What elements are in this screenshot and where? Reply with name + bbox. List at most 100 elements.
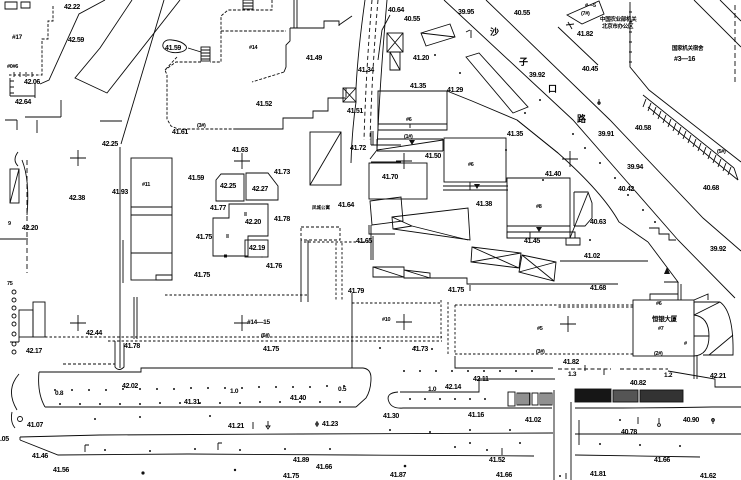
svg-text:42.25: 42.25 bbox=[102, 141, 118, 148]
svg-text:40.42: 40.42 bbox=[618, 186, 634, 193]
svg-text:41.75: 41.75 bbox=[194, 272, 210, 279]
svg-text:0.8: 0.8 bbox=[55, 390, 64, 397]
svg-text:41.50: 41.50 bbox=[425, 153, 441, 160]
svg-text:(7#): (7#) bbox=[581, 11, 590, 17]
svg-text:41.02: 41.02 bbox=[525, 417, 541, 424]
svg-text:41.81: 41.81 bbox=[590, 471, 606, 478]
svg-text:41.40: 41.40 bbox=[290, 395, 306, 402]
svg-text:凤城公寓: 凤城公寓 bbox=[312, 204, 330, 211]
svg-text:(1#): (1#) bbox=[404, 134, 413, 140]
svg-text:41.02: 41.02 bbox=[584, 253, 600, 260]
svg-text:#10: #10 bbox=[382, 317, 391, 323]
svg-text:41.78: 41.78 bbox=[124, 343, 140, 350]
svg-text:40.63: 40.63 bbox=[590, 219, 606, 226]
svg-text:41.46: 41.46 bbox=[32, 453, 48, 460]
svg-text:41.45: 41.45 bbox=[524, 238, 540, 245]
svg-text:41.52: 41.52 bbox=[489, 457, 505, 464]
svg-text:41.07: 41.07 bbox=[27, 422, 43, 429]
svg-text:恒银大厦: 恒银大厦 bbox=[652, 314, 678, 323]
svg-text:41.59: 41.59 bbox=[188, 175, 204, 182]
svg-text:39.94: 39.94 bbox=[627, 164, 643, 171]
svg-text:42.14: 42.14 bbox=[445, 384, 461, 391]
svg-text:北京市办公区: 北京市办公区 bbox=[602, 22, 634, 30]
svg-text:41.51: 41.51 bbox=[347, 108, 363, 115]
svg-text:(3#): (3#) bbox=[536, 349, 545, 355]
svg-text:41.78: 41.78 bbox=[274, 216, 290, 223]
svg-text:#3—16: #3—16 bbox=[674, 56, 695, 63]
svg-text:42.20: 42.20 bbox=[245, 219, 261, 226]
svg-text:口: 口 bbox=[548, 84, 557, 94]
svg-text:.05: .05 bbox=[0, 436, 9, 443]
svg-text:42.64: 42.64 bbox=[15, 99, 31, 106]
svg-text:41.52: 41.52 bbox=[256, 101, 272, 108]
svg-text:41.29: 41.29 bbox=[447, 87, 463, 94]
svg-text:42.22: 42.22 bbox=[64, 4, 80, 11]
svg-text:41.66: 41.66 bbox=[496, 472, 512, 479]
svg-text:41.30: 41.30 bbox=[383, 413, 399, 420]
svg-text:75: 75 bbox=[7, 281, 13, 287]
svg-text:(3#): (3#) bbox=[197, 123, 206, 129]
svg-text:41.73: 41.73 bbox=[412, 346, 428, 353]
svg-text:#5: #5 bbox=[537, 326, 543, 332]
svg-text:41.76: 41.76 bbox=[266, 263, 282, 270]
svg-text:41.61: 41.61 bbox=[172, 129, 188, 136]
svg-text:#6: #6 bbox=[468, 162, 474, 168]
svg-text:41.82: 41.82 bbox=[563, 359, 579, 366]
svg-text:41.87: 41.87 bbox=[390, 472, 406, 479]
svg-text:#0#6: #0#6 bbox=[7, 64, 18, 70]
svg-text:41.23: 41.23 bbox=[322, 421, 338, 428]
svg-text:(2#): (2#) bbox=[654, 351, 663, 357]
svg-text:42.02: 42.02 bbox=[122, 383, 138, 390]
svg-text:#14—15: #14—15 bbox=[247, 319, 270, 326]
svg-text:40.64: 40.64 bbox=[388, 7, 404, 14]
svg-text:41.68: 41.68 bbox=[590, 285, 606, 292]
svg-text:42.25: 42.25 bbox=[220, 183, 236, 190]
svg-text:42.20: 42.20 bbox=[22, 225, 38, 232]
svg-text:国家机关宿舍: 国家机关宿舍 bbox=[672, 44, 704, 52]
svg-text:41.70: 41.70 bbox=[382, 174, 398, 181]
svg-text:41.56: 41.56 bbox=[53, 467, 69, 474]
svg-text:42.17: 42.17 bbox=[26, 348, 42, 355]
svg-text:41.77: 41.77 bbox=[210, 205, 226, 212]
svg-text:39.95: 39.95 bbox=[458, 9, 474, 16]
svg-text:42.06: 42.06 bbox=[24, 79, 40, 86]
svg-text:41.79: 41.79 bbox=[348, 288, 364, 295]
svg-text:42.21: 42.21 bbox=[710, 373, 726, 380]
svg-text:0.5: 0.5 bbox=[338, 386, 347, 393]
svg-text:41.75: 41.75 bbox=[448, 287, 464, 294]
svg-text:#: # bbox=[684, 341, 687, 347]
svg-text:#11: #11 bbox=[142, 182, 150, 188]
svg-text:41.75: 41.75 bbox=[283, 473, 299, 480]
svg-text:40.78: 40.78 bbox=[621, 429, 637, 436]
svg-text:42.11: 42.11 bbox=[473, 376, 489, 383]
svg-text:42.19: 42.19 bbox=[249, 245, 265, 252]
svg-text:41.72: 41.72 bbox=[350, 145, 366, 152]
svg-text:#14: #14 bbox=[249, 45, 259, 51]
svg-text:42.27: 42.27 bbox=[252, 186, 268, 193]
svg-text:41.35: 41.35 bbox=[410, 83, 426, 90]
svg-text:#6: #6 bbox=[656, 301, 662, 307]
svg-text:41.38: 41.38 bbox=[476, 201, 492, 208]
svg-text:(5#): (5#) bbox=[717, 149, 726, 155]
svg-text:41.66: 41.66 bbox=[316, 464, 332, 471]
svg-text:40.58: 40.58 bbox=[635, 125, 651, 132]
svg-text:41.34: 41.34 bbox=[358, 67, 374, 74]
svg-text:9: 9 bbox=[8, 221, 11, 227]
svg-text:41.75: 41.75 bbox=[263, 346, 279, 353]
svg-text:41.21: 41.21 bbox=[228, 423, 244, 430]
svg-text:40.55: 40.55 bbox=[404, 16, 420, 23]
svg-text:#—5: #—5 bbox=[585, 3, 596, 9]
svg-text:1.2: 1.2 bbox=[664, 372, 673, 379]
svg-text:39.92: 39.92 bbox=[710, 246, 726, 253]
svg-text:41.93: 41.93 bbox=[112, 189, 128, 196]
svg-text:1.3: 1.3 bbox=[568, 371, 577, 378]
svg-text:#17: #17 bbox=[12, 34, 23, 41]
svg-text:40.90: 40.90 bbox=[683, 417, 699, 424]
svg-text:41.59: 41.59 bbox=[165, 45, 181, 52]
svg-text:39.92: 39.92 bbox=[529, 72, 545, 79]
svg-text:#6: #6 bbox=[406, 117, 412, 123]
svg-text:41.65: 41.65 bbox=[356, 238, 372, 245]
svg-text:42.38: 42.38 bbox=[69, 195, 85, 202]
svg-text:1.0: 1.0 bbox=[428, 386, 437, 393]
svg-text:#7: #7 bbox=[658, 326, 664, 332]
